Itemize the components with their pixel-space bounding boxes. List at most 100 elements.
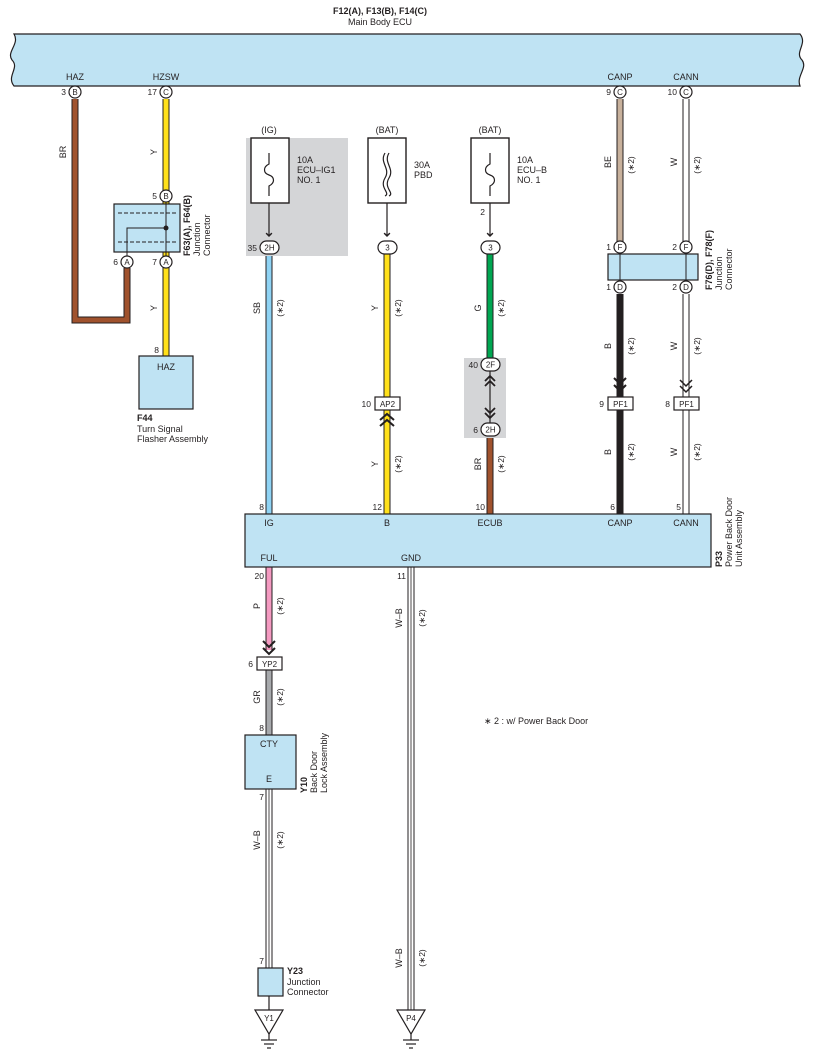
option-mark: (∗2) <box>692 443 702 461</box>
yp2-name: YP2 <box>262 660 278 669</box>
main-body-ecu-box <box>10 33 805 87</box>
conn-2h-name: 2H <box>485 426 495 435</box>
connector-yp2[interactable]: YP2 6 <box>248 640 283 671</box>
power-back-door-unit[interactable]: 8 IG 12 B 10 ECUB 6 CANP 5 CANN FUL 20 G… <box>244 497 744 581</box>
f63-pin-conn-7: A <box>163 258 169 267</box>
y10-ref: Y10 <box>299 777 309 793</box>
wire-label-pbd-lower: Y <box>370 461 380 467</box>
fuse-ig-rating: 10A <box>297 155 313 165</box>
wire-label-yp2: GR <box>252 690 262 704</box>
f63-pin-conn-5: B <box>163 192 168 201</box>
pf1-canp-name: PF1 <box>613 400 628 409</box>
pbd-pin-num-canp: 6 <box>610 502 615 512</box>
ecu-pin-label-hzsw: HZSW <box>153 72 180 82</box>
wire-label-haz: BR <box>58 145 68 158</box>
conn-2f-num: 40 <box>469 360 479 370</box>
pbd-pin-num-cann: 5 <box>676 502 681 512</box>
pbd-pin-label-ful: FUL <box>260 553 277 563</box>
y23-name-2: Connector <box>287 987 329 997</box>
wire-label-canp-lower: B <box>603 449 613 455</box>
main-body-ecu[interactable]: F12(A), F13(B), F14(C) Main Body ECU HAZ… <box>10 6 805 87</box>
option-mark: (∗2) <box>275 688 285 706</box>
flasher-pin-label: HAZ <box>157 362 176 372</box>
option-mark: (∗2) <box>626 156 636 174</box>
ecu-pin-conn-cann: C <box>683 88 689 97</box>
pbd-pin-num-ig: 8 <box>259 502 264 512</box>
option-marks: (∗2) (∗2) (∗2) (∗2) (∗2) (∗2) (∗2) (∗2) … <box>275 156 702 967</box>
f63-pin-num-6: 6 <box>113 257 118 267</box>
option-mark: (∗2) <box>692 156 702 174</box>
ecu-pin-conn-haz: B <box>72 88 77 97</box>
fuse-ig-supply: (IG) <box>261 125 277 135</box>
footnote: ∗ 2 : w/ Power Back Door <box>484 716 588 726</box>
fuse-ecu-ig1[interactable]: (IG) 10A ECU–IG1 NO. 1 2H 35 <box>246 125 348 256</box>
wire-label-hzsw-lower: Y <box>149 305 159 311</box>
junction-connector-f76[interactable]: F 1 F 2 D 1 D 2 F76(D), F78(F) Junction … <box>606 230 734 294</box>
y10-name-2: Lock Assembly <box>319 732 329 793</box>
fuse-ecub-supply: (BAT) <box>479 125 502 135</box>
f76-pin-num-2f: 2 <box>672 242 677 252</box>
pbd-pin-label-canp: CANP <box>607 518 632 528</box>
ground-p4-label: P4 <box>406 1014 416 1023</box>
y23-name-1: Junction <box>287 977 321 987</box>
wire-label-canp-upper: BE <box>603 156 613 168</box>
connector-pf1-canp[interactable]: PF1 9 <box>599 377 634 411</box>
fuse-pbd-supply: (BAT) <box>376 125 399 135</box>
wire-label-y10-gnd: W–B <box>252 830 262 850</box>
option-mark: (∗2) <box>417 949 427 967</box>
connector-2f-2h[interactable]: 2F 40 2H 6 <box>464 357 506 438</box>
y10-pin-bottom-num: 7 <box>259 792 264 802</box>
yp2-num: 6 <box>248 659 253 669</box>
f76-box <box>607 253 699 281</box>
pf1-cann-num: 8 <box>665 399 670 409</box>
turn-signal-flasher[interactable]: 8 HAZ F44 Turn Signal Flasher Assembly <box>137 345 209 444</box>
pbd-pin-label-ecub: ECUB <box>477 518 502 528</box>
fuse-ecub-pin-num: 2 <box>480 207 485 217</box>
fuse-ecub-name-1: ECU–B <box>517 165 547 175</box>
flasher-ref: F44 <box>137 413 153 423</box>
fuse-pbd[interactable]: (BAT) 30A PBD 3 <box>367 125 433 255</box>
back-door-lock-assembly[interactable]: 8 CTY E 7 Y10 Back Door Lock Assembly <box>244 723 329 802</box>
ground-p4: P4 <box>395 1009 427 1049</box>
ground-y1-icon <box>253 1009 285 1036</box>
f63-pin-num-5: 5 <box>152 191 157 201</box>
junction-connector-f63[interactable]: B 5 A 6 A 7 F63(A), F64(B) Junction Conn… <box>113 189 212 269</box>
ground-p4-icon <box>395 1009 427 1036</box>
connector-pf1-cann[interactable]: PF1 8 <box>665 379 700 411</box>
flasher-name-2: Flasher Assembly <box>137 434 209 444</box>
f76-pin-conn-2d: D <box>683 283 689 292</box>
wire-label-canp-mid: B <box>603 343 613 349</box>
fuse-ig-name-1: ECU–IG1 <box>297 165 336 175</box>
pbd-pin-num-ful: 20 <box>255 571 265 581</box>
option-mark: (∗2) <box>275 597 285 615</box>
fuse-ecu-b[interactable]: (BAT) 10A ECU–B NO. 1 2 3 <box>470 125 547 255</box>
junction-connector-y23[interactable]: 7 Y23 Junction Connector <box>257 956 329 997</box>
fuse-ig-conn: 2H <box>264 244 274 253</box>
f76-pin-conn-1f: F <box>618 243 623 252</box>
f76-pin-conn-1d: D <box>617 283 623 292</box>
main-body-ecu-name: Main Body ECU <box>348 17 412 27</box>
connector-ap2[interactable]: AP2 10 <box>362 396 401 427</box>
ecu-pin-num-cann: 10 <box>668 87 678 97</box>
wire-label-p4-gnd: W–B <box>394 948 404 968</box>
wire-label-gnd: W–B <box>394 608 404 628</box>
ecu-pin-conn-canp: C <box>617 88 623 97</box>
wire-label-ecub-upper: G <box>473 304 483 311</box>
pbd-pin-num-ecub: 10 <box>476 502 486 512</box>
option-mark: (∗2) <box>275 831 285 849</box>
option-mark: (∗2) <box>626 443 636 461</box>
fuse-pbd-name: PBD <box>414 170 433 180</box>
pf1-cann-name: PF1 <box>679 400 694 409</box>
f76-name-2: Connector <box>724 248 734 290</box>
f76-pin-num-1f: 1 <box>606 242 611 252</box>
f63-name-2: Connector <box>202 214 212 256</box>
f63-pin-conn-6: A <box>124 258 130 267</box>
fuse-ig-name-2: NO. 1 <box>297 175 321 185</box>
ecu-pin-num-hzsw: 17 <box>148 87 158 97</box>
fuse-pbd-conn: 3 <box>385 244 390 253</box>
pbd-name-2: Unit Assembly <box>734 509 744 567</box>
wire-label-ig: SB <box>252 302 262 314</box>
pbd-pin-label-gnd: GND <box>401 553 422 563</box>
f76-ref: F76(D), F78(F) <box>704 230 714 290</box>
